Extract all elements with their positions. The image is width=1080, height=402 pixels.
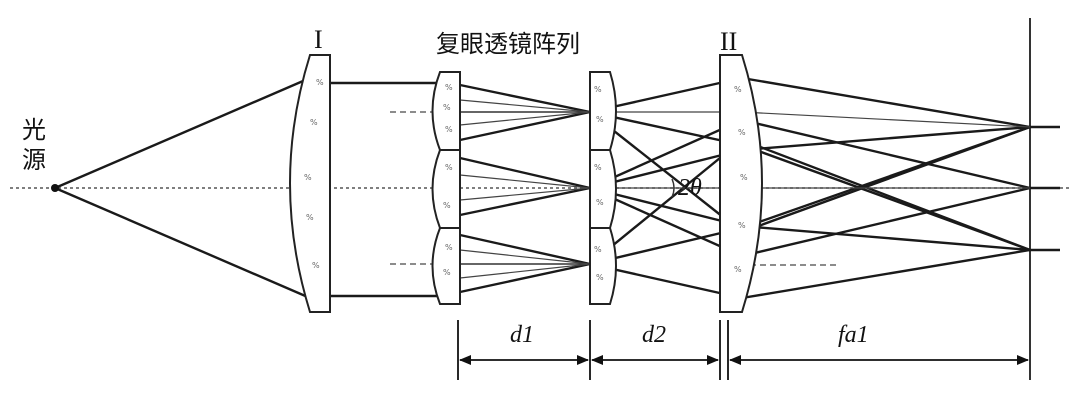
- dimension-extension-lines: [457, 320, 729, 380]
- inter-array-rays: [459, 83, 591, 294]
- condenser-to-screen-rays: [741, 76, 1031, 300]
- light-source-point: [51, 184, 59, 192]
- svg-text:%: %: [596, 198, 604, 207]
- angle-label: 2θ: [678, 175, 702, 201]
- svg-text:%: %: [316, 78, 324, 87]
- light-source-label-line-2: 源: [22, 146, 46, 174]
- svg-text:%: %: [306, 213, 314, 222]
- fly-eye-array-1: % % % % % % %: [431, 71, 461, 305]
- svg-text:%: %: [738, 128, 746, 137]
- svg-text:%: %: [594, 85, 602, 94]
- svg-text:%: %: [310, 118, 318, 127]
- lens-1-hatching: % % % % %: [304, 78, 324, 270]
- svg-text:%: %: [734, 265, 742, 274]
- svg-text:%: %: [443, 103, 451, 112]
- lens-2-label: II: [720, 27, 737, 56]
- svg-text:%: %: [594, 245, 602, 254]
- svg-text:%: %: [445, 243, 453, 252]
- svg-text:%: %: [740, 173, 748, 182]
- source-cone-rays: [54, 76, 311, 300]
- svg-text:%: %: [594, 163, 602, 172]
- light-source-label-line-1: 光: [22, 116, 46, 144]
- fly-eye-array-2: % % % % % %: [589, 71, 617, 305]
- svg-text:%: %: [445, 163, 453, 172]
- lens-2-hatching: % % % % %: [734, 85, 748, 274]
- fly-eye-array-label: 复眼透镜阵列: [436, 30, 580, 58]
- fa1-label: fa1: [838, 322, 869, 348]
- exit-rays: [1030, 125, 1060, 252]
- svg-text:%: %: [443, 268, 451, 277]
- collimated-beam: [328, 81, 445, 298]
- svg-text:%: %: [445, 83, 453, 92]
- svg-text:%: %: [734, 85, 742, 94]
- lens-1-label: I: [314, 25, 323, 54]
- lens-2: [719, 54, 763, 313]
- svg-text:%: %: [304, 173, 312, 182]
- svg-text:%: %: [596, 115, 604, 124]
- d2-label: d2: [642, 322, 666, 348]
- d1-label: d1: [510, 322, 534, 348]
- svg-text:%: %: [312, 261, 320, 270]
- lens-1: [289, 54, 331, 313]
- svg-text:%: %: [445, 125, 453, 134]
- svg-text:%: %: [443, 201, 451, 210]
- svg-text:%: %: [738, 221, 746, 230]
- angle-arc: [671, 178, 675, 198]
- svg-text:%: %: [596, 273, 604, 282]
